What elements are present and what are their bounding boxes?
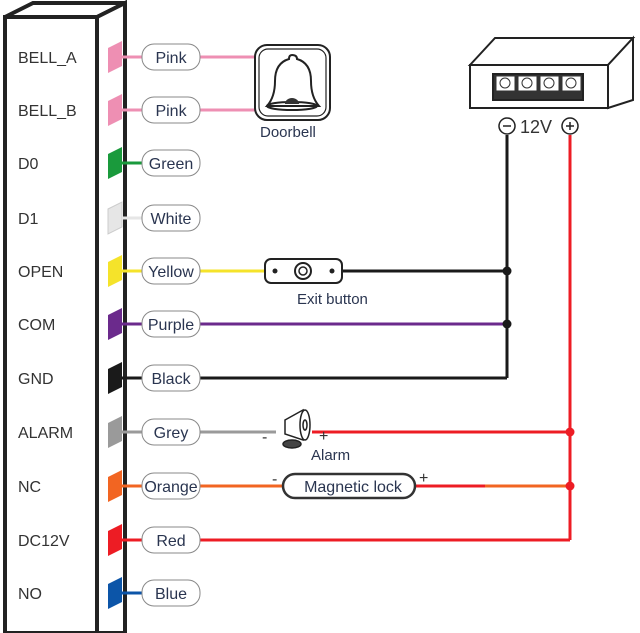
wire-color-text: Grey <box>154 425 189 442</box>
wire-color-text: Orange <box>144 479 197 496</box>
terminal-connector <box>108 147 122 179</box>
wire-color-text: Green <box>149 156 193 173</box>
terminal-row-com: COM Purple <box>18 308 507 340</box>
terminal-connector <box>107 201 123 235</box>
wire-color-label <box>141 310 201 338</box>
alarm-plus-sign: + <box>319 428 328 445</box>
wire-color-text: Black <box>151 371 191 388</box>
terminal-label: COM <box>18 317 55 334</box>
power-supply-icon <box>467 35 636 110</box>
wire-color-text: Yellow <box>148 264 194 281</box>
terminal-label: D1 <box>18 211 39 228</box>
terminal-row-open: OPEN Yellow <box>18 255 265 287</box>
wire-color-text: Purple <box>148 317 194 334</box>
terminal-connector <box>108 416 122 448</box>
junction-lock <box>565 481 575 491</box>
wire-color-label <box>141 472 201 500</box>
junction-com <box>502 319 512 329</box>
wire-color-text: Pink <box>155 50 187 67</box>
terminal-row-no: NO Blue <box>18 577 201 609</box>
terminal-label: DC12V <box>18 533 70 550</box>
lock-minus-sign: - <box>272 471 277 488</box>
terminal-row-dc12v: DC12V Red <box>18 524 570 556</box>
terminal-row-d1: D1 White <box>18 201 201 235</box>
wire-color-label <box>141 526 201 554</box>
wire-color-label <box>141 96 201 124</box>
terminal-row-nc: NC Orange <box>18 470 283 502</box>
wire-color-text: Red <box>156 533 185 550</box>
junction-alarm <box>565 427 575 437</box>
wire-color-label <box>141 579 201 607</box>
terminal-connector <box>108 308 122 340</box>
wire-color-label <box>141 149 201 177</box>
terminal-row-alarm: ALARM Grey <box>18 416 276 448</box>
terminal-row-d0: D0 Green <box>18 147 201 179</box>
terminal-connector <box>108 470 122 502</box>
terminal-connector <box>108 524 122 556</box>
lock-plus-sign: + <box>419 470 428 487</box>
terminal-label: ALARM <box>18 425 73 442</box>
wire-color-label <box>141 43 201 71</box>
wire-color-text: White <box>151 211 192 228</box>
terminal-row-gnd: GND Black <box>18 362 507 394</box>
terminal-connector <box>108 362 122 394</box>
wire-color-label <box>141 418 201 446</box>
doorbell-label: Doorbell <box>260 124 316 141</box>
alarm-siren-icon <box>282 408 311 449</box>
terminal-label: OPEN <box>18 264 63 281</box>
terminal-label: BELL_A <box>18 50 77 67</box>
terminal-connector <box>108 255 122 287</box>
alarm-minus-sign: - <box>262 429 267 446</box>
magnetic-lock-icon <box>281 472 417 500</box>
terminal-connector <box>108 577 122 609</box>
wire-color-text: Pink <box>155 103 187 120</box>
exit-button-icon <box>264 258 343 284</box>
terminal-label: GND <box>18 371 54 388</box>
terminal-row-bell_b: BELL_B Pink <box>18 94 255 126</box>
terminal-label: NO <box>18 586 42 603</box>
wire-color-label <box>141 204 201 232</box>
power-supply-voltage: 12V <box>520 117 552 137</box>
wire-color-label <box>141 257 201 285</box>
terminal-label: NC <box>18 479 41 496</box>
wire-color-text: Blue <box>155 586 187 603</box>
junction-open <box>502 266 512 276</box>
terminal-row-bell_a: BELL_A Pink <box>18 41 255 73</box>
terminal-label: BELL_B <box>18 103 77 120</box>
wire-color-label <box>141 364 201 392</box>
alarm-label: Alarm <box>311 447 350 464</box>
magnetic-lock-label: Magnetic lock <box>304 479 403 496</box>
doorbell-icon <box>254 44 331 121</box>
terminal-label: D0 <box>18 156 39 173</box>
exit-button-label: Exit button <box>297 291 368 308</box>
terminal-connector <box>108 94 122 126</box>
terminal-connector <box>108 41 122 73</box>
